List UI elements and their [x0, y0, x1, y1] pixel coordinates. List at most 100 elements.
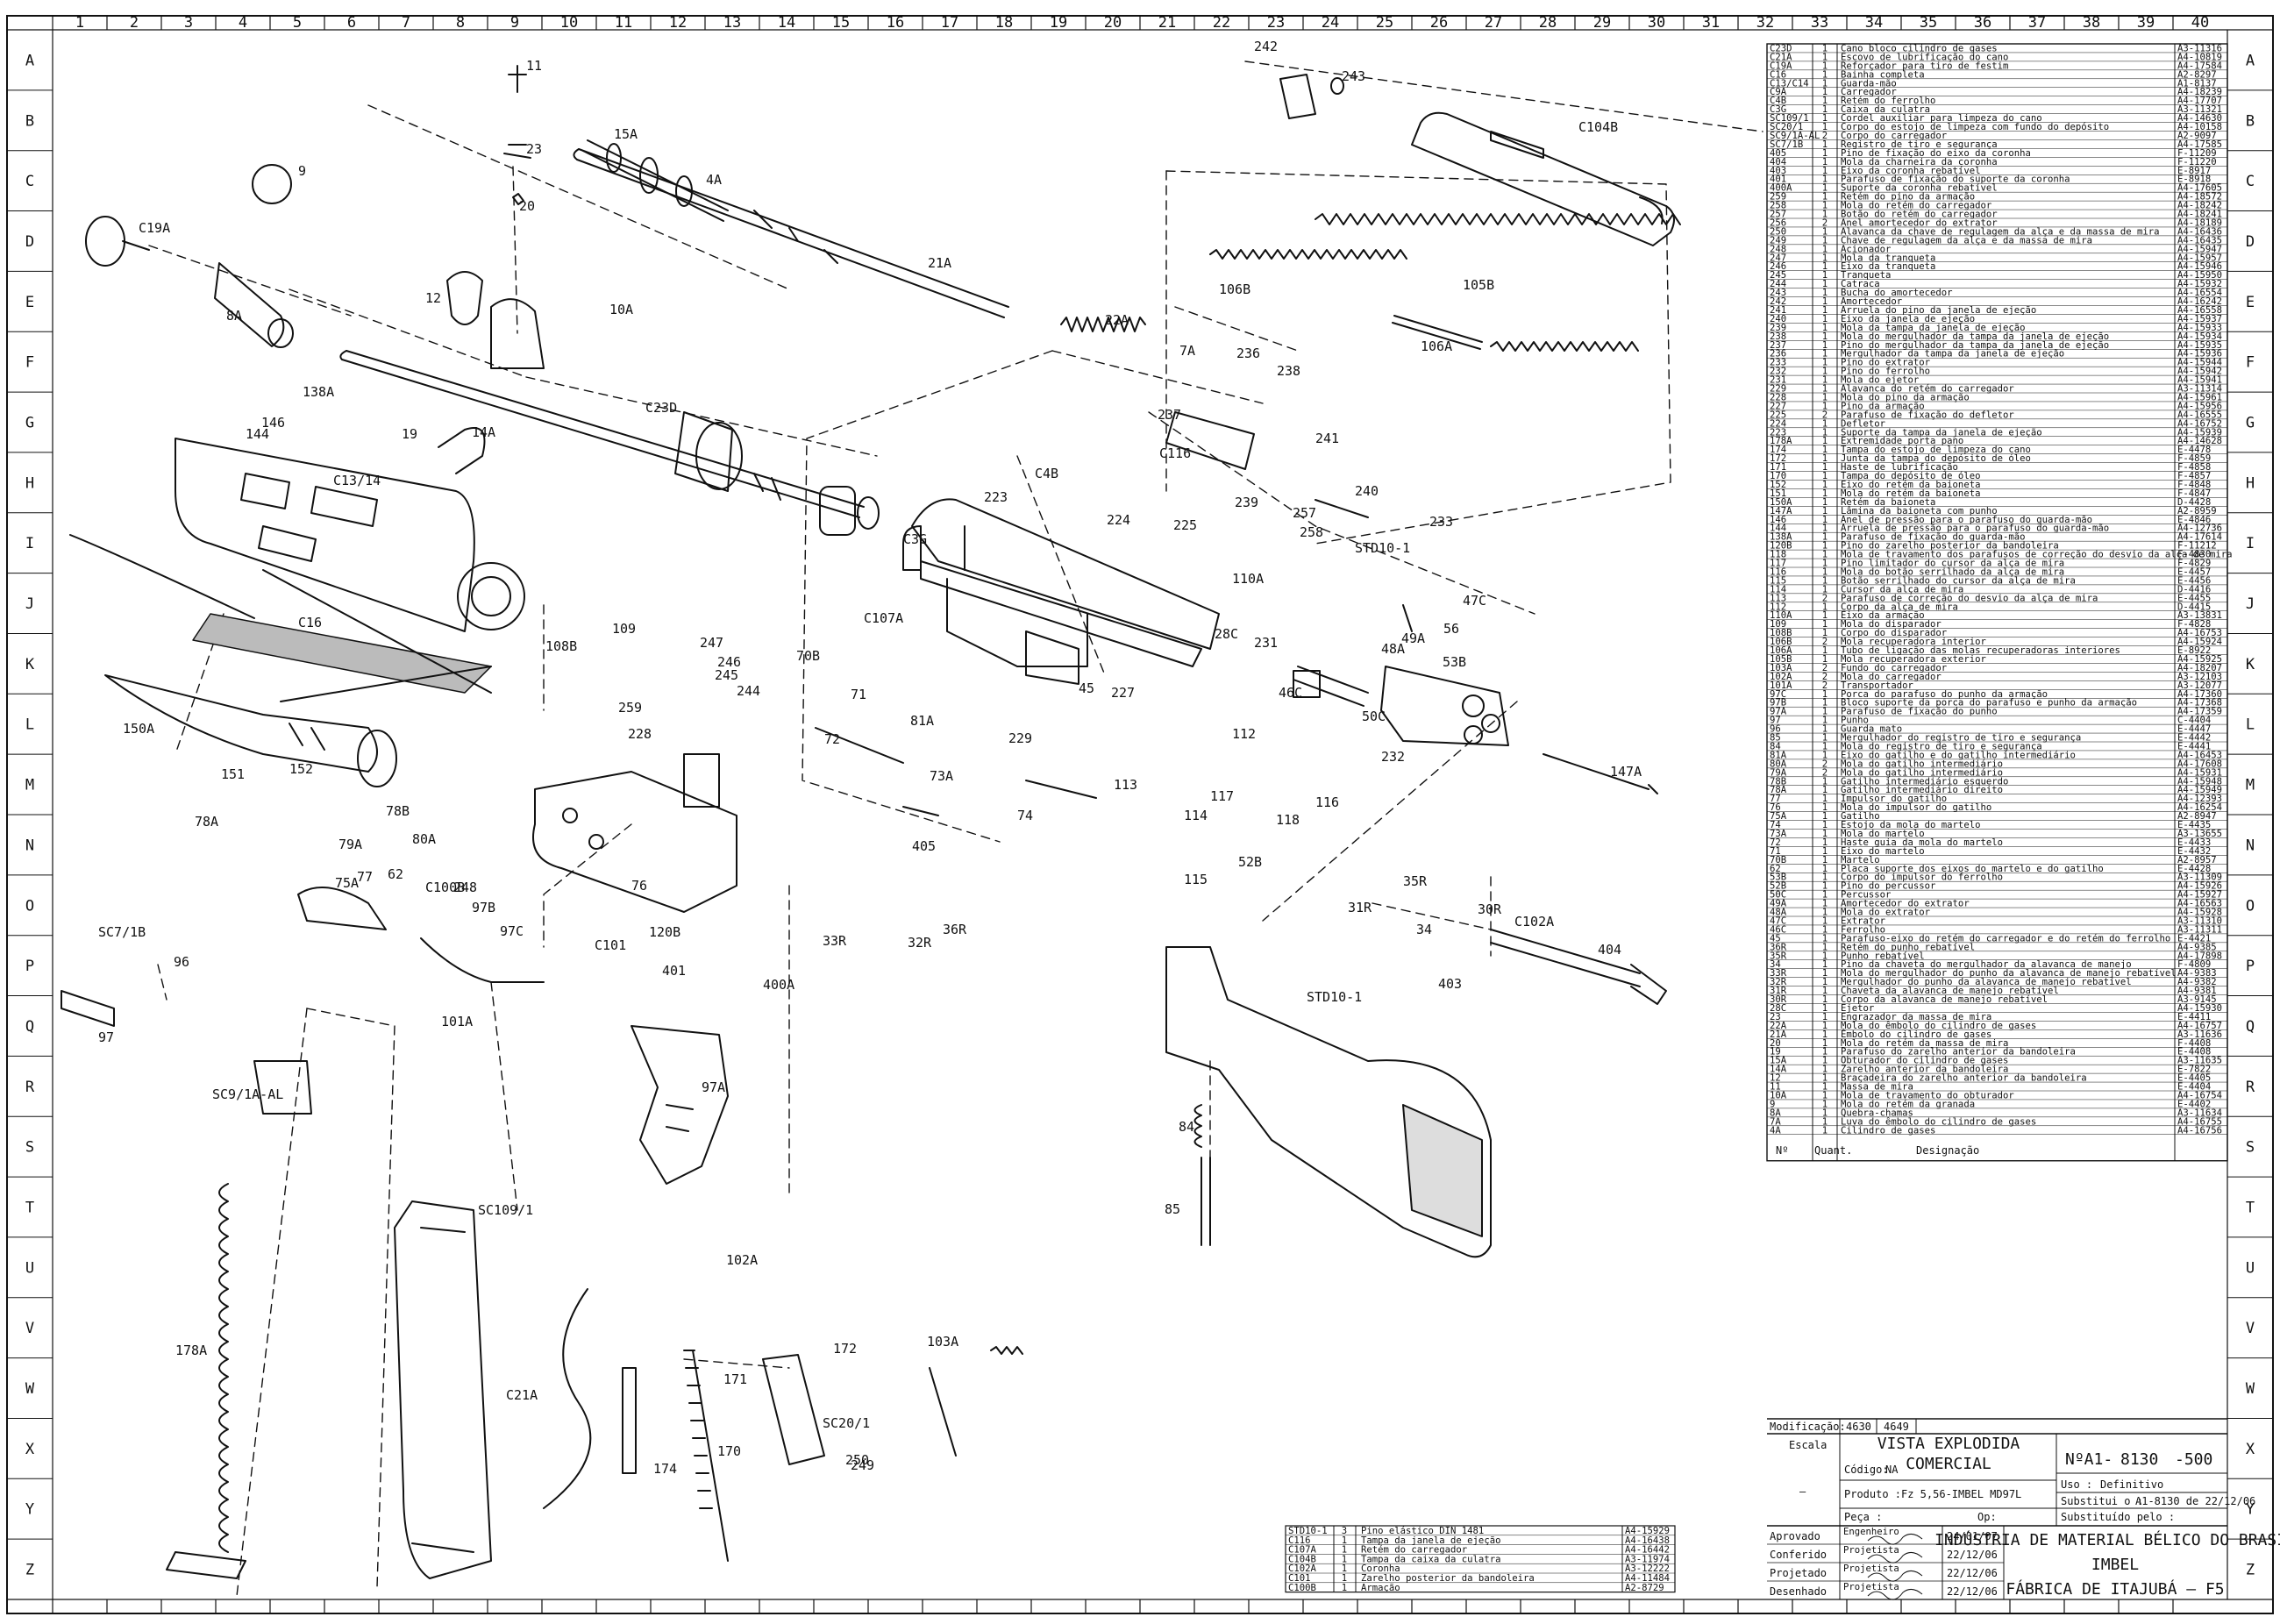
part-number-label: 14A — [472, 424, 495, 440]
part-quantity: 1 — [1822, 418, 1828, 429]
part-number: C116 — [1288, 1535, 1311, 1546]
part-number-label: C101 — [595, 937, 626, 953]
part-designation: Amortecedor do extrator — [1841, 899, 1970, 909]
part-code: E-8917 — [2177, 166, 2211, 176]
column-number: 2 — [130, 14, 139, 32]
header-quantity: Quant. — [1814, 1144, 1852, 1157]
part-designation: Zarelho posterior da bandoleira — [1361, 1573, 1535, 1584]
part-quantity: 1 — [1822, 1038, 1828, 1049]
part-number-label: 172 — [833, 1341, 857, 1357]
part-quantity: 1 — [1822, 524, 1828, 534]
part-number-label: 23 — [526, 141, 542, 157]
part-quantity: 1 — [1822, 201, 1828, 211]
part-designation: Retém do punho rebatível — [1841, 942, 1975, 952]
part-number-label: 74 — [1017, 808, 1033, 823]
part-designation: Gatilho intermediário direito — [1841, 785, 2003, 795]
part-quantity: 2 — [1822, 759, 1828, 769]
receiver-c3g — [902, 498, 1220, 685]
part-quantity: 1 — [1822, 1125, 1828, 1136]
part-number: 22A — [1770, 1021, 1787, 1031]
part-designation: Retém da baioneta — [1841, 497, 1935, 508]
part-quantity: 1 — [1822, 811, 1828, 822]
part-quantity: 2 — [1822, 410, 1828, 420]
part-number-label: C3G — [903, 531, 927, 547]
part-code: A4-15935 — [2177, 340, 2222, 351]
part-code: A3-12222 — [1625, 1563, 1670, 1574]
part-number: 112 — [1770, 602, 1786, 612]
part-number-label: 28C — [1215, 626, 1238, 642]
part-designation: Junta da tampa do depósito de óleo — [1841, 453, 2031, 464]
part-code: A4-17359 — [2177, 707, 2222, 717]
part-designation: Eixo do retém da baioneta — [1841, 480, 1980, 490]
part-number: C104B — [1288, 1554, 1316, 1564]
part-code: A4-15956 — [2177, 401, 2222, 411]
part-number: 9 — [1770, 1099, 1775, 1109]
part-number-label: 246 — [717, 654, 741, 670]
part-designation: Bloco suporte da porca do parafuso e pun… — [1841, 698, 2137, 709]
part-designation: Acionador — [1841, 244, 1891, 254]
part-designation: Placa suporte dos eixos do martelo e do … — [1841, 864, 2104, 874]
part-number: 78A — [1770, 785, 1787, 795]
row-letter: U — [2246, 1259, 2255, 1277]
part-code: E-4447 — [2177, 724, 2211, 735]
part-quantity: 1 — [1822, 951, 1828, 961]
part-quantity: 1 — [1822, 349, 1828, 360]
part-code: A4-15944 — [2177, 358, 2222, 368]
signature-mark — [1867, 1534, 1923, 1545]
row-letter: E — [2246, 294, 2255, 311]
part-number: 246 — [1770, 261, 1786, 272]
part-number-label: 35R — [1403, 873, 1428, 889]
spring-106b-bottom — [1490, 341, 1639, 352]
part-code: A2-8947 — [2177, 811, 2217, 822]
part-designation: Gatilho intermediário esquerdo — [1841, 776, 2008, 787]
part-quantity: 1 — [1822, 1082, 1828, 1093]
part-code: D-4428 — [2177, 497, 2211, 508]
part-designation: Mola da tranqueta — [1841, 253, 1935, 263]
part-number: 232 — [1770, 367, 1786, 377]
part-code: E-4411 — [2177, 1012, 2211, 1022]
replaces-label: Substitui o : — [2061, 1495, 2143, 1507]
part-number: 242 — [1770, 296, 1786, 307]
part-number: 174 — [1770, 445, 1786, 455]
part-designation: Tranqueta — [1841, 270, 1891, 281]
part-number-label: 20 — [519, 198, 535, 214]
part-designation: Eixo da armação — [1841, 610, 1925, 621]
part-designation: Cordel auxiliar para limpeza do cano — [1841, 113, 2042, 124]
part-number: 257 — [1770, 210, 1786, 220]
part-number: 172 — [1770, 453, 1786, 464]
part-designation: Mola do retém da massa de mira — [1841, 1038, 2008, 1049]
part-number-label: 152 — [289, 761, 313, 777]
part-designation: Corpo do disparador — [1841, 628, 1947, 638]
part-quantity: 2 — [1822, 663, 1828, 673]
part-number-label: C16 — [298, 615, 322, 630]
part-designation: Tampa da caixa da culatra — [1361, 1554, 1500, 1564]
part-designation: Haste guia da mola do martelo — [1841, 837, 2003, 848]
part-code: A4-17605 — [2177, 183, 2222, 194]
part-quantity: 1 — [1822, 846, 1828, 857]
part-designation: Pino elástico DIN 1481 — [1361, 1526, 1484, 1536]
part-quantity: 1 — [1822, 733, 1828, 744]
column-number: 3 — [184, 14, 193, 32]
part-designation: Mola do registro de tiro e segurança — [1841, 741, 2042, 751]
part-quantity: 1 — [1822, 323, 1828, 333]
part-quantity: 1 — [1822, 924, 1828, 935]
part-number: 405 — [1770, 148, 1786, 159]
column-number: 6 — [347, 14, 356, 32]
part-code: A3-11635 — [2177, 1056, 2222, 1066]
part-designation: Mola do disparador — [1841, 619, 1942, 630]
part-number-label: SC7/1B — [98, 924, 146, 940]
part-number-label: SC20/1 — [823, 1415, 870, 1431]
part-quantity: 1 — [1342, 1554, 1347, 1564]
part-number: C9A — [1770, 87, 1787, 97]
header-number: Nº — [1776, 1144, 1788, 1157]
